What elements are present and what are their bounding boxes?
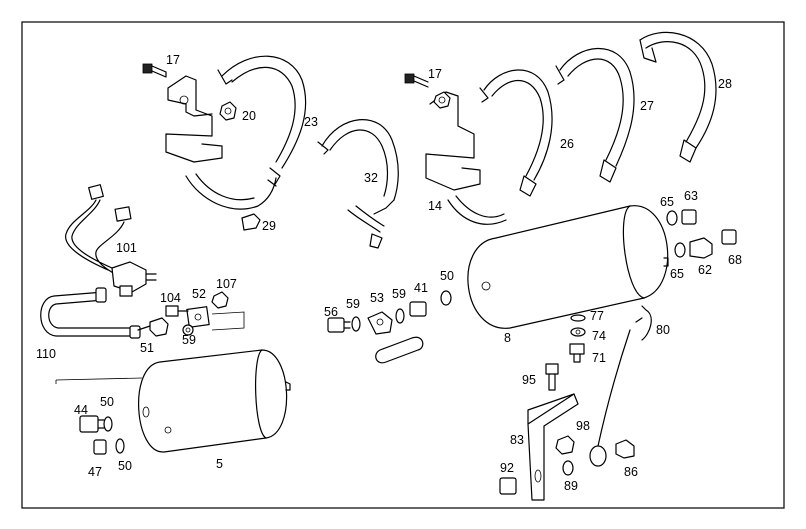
label-95: 95 [522,373,536,387]
label-26: 26 [560,137,574,151]
label-83: 83 [510,433,524,447]
label-59-center-right: 59 [392,287,406,301]
label-44: 44 [74,403,88,417]
drain-valve-parts [545,305,652,391]
label-74: 74 [592,329,606,343]
label-110: 110 [36,347,56,361]
fittings-tank-8 [666,209,737,259]
label-107: 107 [216,277,237,291]
label-77: 77 [590,309,604,323]
label-86: 86 [624,465,638,479]
valve-bracket-parts [499,329,635,501]
strap-27-group [555,47,635,183]
label-8: 8 [504,331,511,345]
tank-5 [55,349,291,453]
label-17-center: 17 [428,67,442,81]
strap-23 [185,55,307,210]
label-101: 101 [116,241,137,255]
label-14: 14 [428,199,442,213]
label-59-left: 59 [182,333,196,347]
label-5: 5 [216,457,223,471]
nut-20 [219,101,237,121]
strap-26 [447,69,553,225]
label-50-bottom: 50 [118,459,132,473]
label-68: 68 [728,253,742,267]
label-50-center: 50 [440,269,454,283]
label-23: 23 [304,115,318,129]
label-65-top: 65 [660,195,674,209]
label-71: 71 [592,351,606,365]
callout-labels: 17 20 23 29 17 26 27 28 32 14 101 104 52… [36,53,742,493]
fittings-tank-5 [79,415,125,455]
label-32: 32 [364,171,378,185]
center-bracket-group [404,69,553,225]
label-62: 62 [698,263,712,277]
strap-28-group [639,31,717,163]
label-104: 104 [160,291,181,305]
label-41: 41 [414,281,428,295]
hose-110 [40,287,141,339]
label-63: 63 [684,189,698,203]
label-89: 89 [564,479,578,493]
label-52: 52 [192,287,206,301]
valve-parts-left [137,291,245,337]
label-50-top: 50 [100,395,114,409]
clip-29 [241,213,261,231]
label-92: 92 [500,461,514,475]
label-59-center-left: 59 [346,297,360,311]
mount-bracket-center [425,91,481,191]
label-98: 98 [576,419,590,433]
label-80: 80 [656,323,670,337]
bolt-17-left [142,63,167,78]
label-53: 53 [370,291,384,305]
label-47: 47 [88,465,102,479]
label-56: 56 [324,305,338,319]
strap-32-group [317,119,399,249]
label-27: 27 [640,99,654,113]
label-29: 29 [262,219,276,233]
label-17-left: 17 [166,53,180,67]
label-51: 51 [140,341,154,355]
harness-101-group [65,184,157,297]
left-bracket-group [142,55,307,231]
label-65-bottom: 65 [670,267,684,281]
bolt-17-center [404,73,429,88]
mount-bracket-left [165,75,223,163]
tank-8 [467,205,669,329]
fittings-center [327,290,452,364]
label-28: 28 [718,77,732,91]
label-20: 20 [242,109,256,123]
